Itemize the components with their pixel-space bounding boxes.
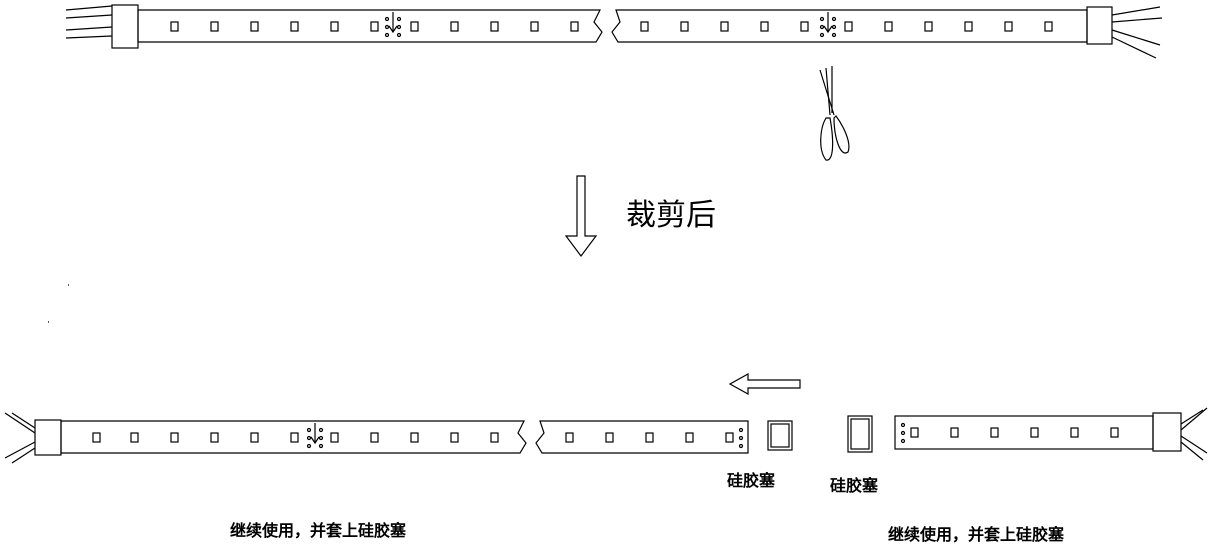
bottom-left-end-connector	[34, 419, 62, 456]
bottom-left-segment-a	[60, 420, 527, 454]
bottom-left-segment-b	[535, 420, 749, 454]
silicone-plug-left	[767, 420, 793, 451]
continue-use-caption-right: 继续使用，并套上硅胶塞	[888, 525, 1065, 544]
bottom-right-segment	[894, 415, 1154, 450]
right-wire-bundle	[1111, 6, 1163, 59]
cut-mark-top-right	[819, 12, 837, 38]
cut-end-pads-right	[900, 422, 906, 444]
silicone-plug-right	[847, 415, 873, 453]
scissors-icon	[819, 66, 850, 161]
bottom-right-end-connector	[1152, 412, 1182, 452]
right-end-connector	[1086, 6, 1113, 45]
strip-segment-right	[611, 9, 1088, 43]
left-end-connector	[111, 4, 139, 49]
arrow-down-icon	[564, 175, 598, 257]
silicone-plug-label-right: 硅胶塞	[830, 476, 879, 495]
top-leds-right	[640, 21, 1053, 32]
cut-mark-bottom-left	[306, 423, 324, 449]
silicone-plug-label-left: 硅胶塞	[727, 471, 776, 490]
bottom-left-led-strip	[4, 412, 749, 464]
after-cutting-label: 裁剪后	[626, 198, 716, 233]
bottom-left-leds	[92, 432, 734, 443]
continue-use-caption-left: 继续使用，并套上硅胶塞	[230, 521, 407, 540]
top-led-strip	[65, 4, 1163, 59]
bottom-left-wire-bundle	[4, 412, 36, 464]
cut-end-pads-left	[738, 427, 744, 449]
bottom-right-leds	[910, 427, 1119, 438]
bottom-right-wire-bundle	[1180, 407, 1208, 461]
left-wire-bundle	[65, 5, 113, 39]
strip-segment-left	[137, 9, 603, 43]
arrow-left-icon	[728, 372, 801, 396]
top-leds-left	[170, 21, 579, 32]
cut-mark-top-left	[384, 12, 402, 38]
bottom-right-led-strip	[894, 407, 1208, 461]
